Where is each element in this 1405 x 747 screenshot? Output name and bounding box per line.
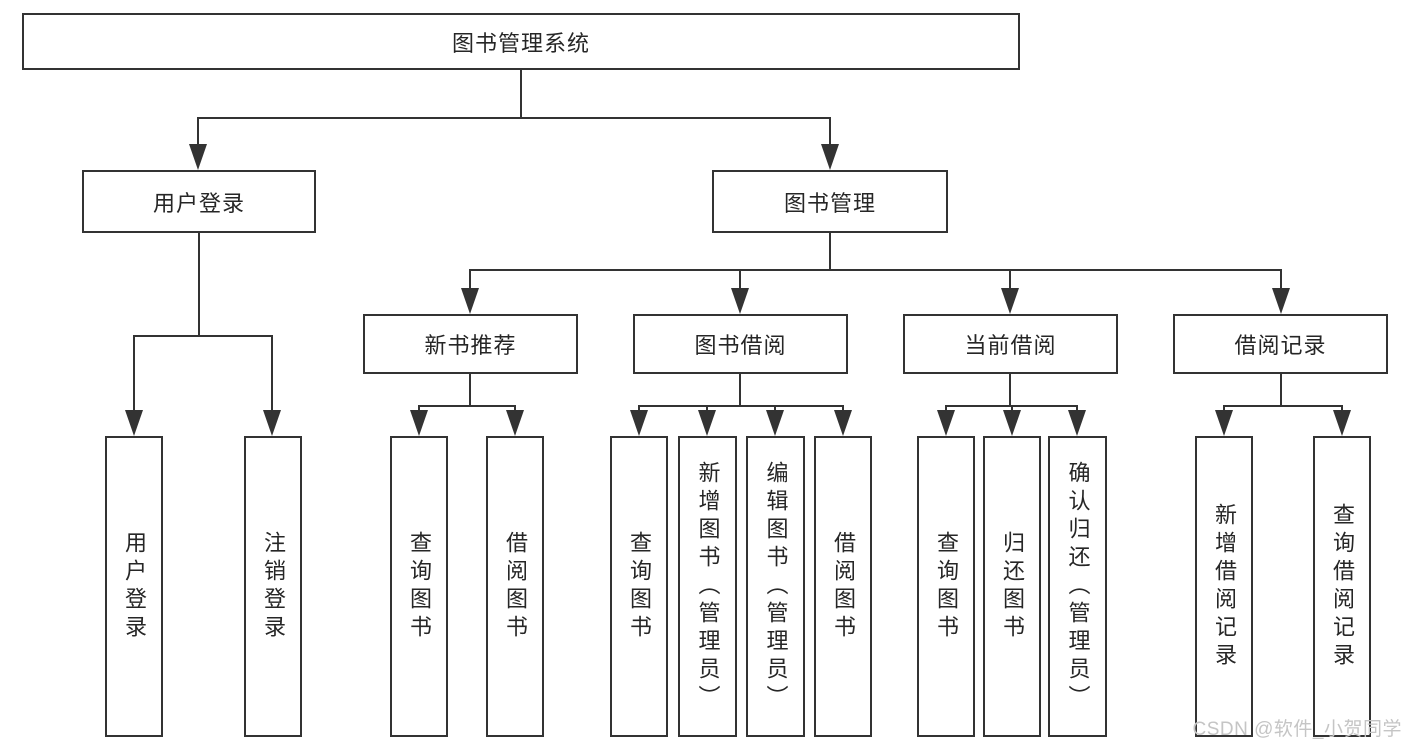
node-label: 借阅图书	[831, 530, 856, 643]
node-label: 归还图书	[1000, 530, 1025, 643]
node-book-management: 图书管理	[712, 170, 948, 233]
node-label: 查询图书	[407, 530, 432, 643]
node-query-books-3: 查询图书	[917, 436, 975, 737]
node-user-login: 用户登录	[82, 170, 316, 233]
node-label: 新书推荐	[424, 333, 517, 358]
node-add-borrow-record: 新增借阅记录	[1195, 436, 1253, 737]
node-new-book-recommend: 新书推荐	[363, 314, 578, 374]
node-add-books-admin: 新增图书（管理员）	[678, 436, 737, 737]
node-label: 用户登录	[152, 190, 245, 216]
node-edit-books-admin: 编辑图书（管理员）	[746, 436, 805, 737]
node-label: 图书管理	[783, 190, 876, 216]
node-confirm-return-admin: 确认归还（管理员）	[1048, 436, 1107, 737]
node-label: 当前借阅	[964, 333, 1057, 358]
node-query-books-1: 查询图书	[390, 436, 448, 737]
node-label: 图书管理系统	[451, 30, 590, 56]
node-label: 查询图书	[934, 530, 959, 643]
node-user-login-leaf: 用户登录	[105, 436, 163, 737]
node-query-borrow-record: 查询借阅记录	[1313, 436, 1371, 737]
node-label: 注销登录	[261, 530, 286, 643]
node-logout-leaf: 注销登录	[244, 436, 302, 737]
node-label: 新增图书（管理员）	[695, 460, 721, 713]
node-borrow-books-2: 借阅图书	[814, 436, 872, 737]
node-query-books-2: 查询图书	[610, 436, 668, 737]
node-label: 用户登录	[122, 530, 147, 643]
node-book-borrow: 图书借阅	[633, 314, 848, 374]
node-label: 新增借阅记录	[1212, 502, 1237, 671]
node-return-books: 归还图书	[983, 436, 1041, 737]
node-label: 查询借阅记录	[1330, 502, 1355, 671]
node-root: 图书管理系统	[22, 13, 1020, 70]
node-label: 图书借阅	[694, 333, 787, 358]
watermark: CSDN @软件_小贺同学	[1192, 719, 1402, 740]
node-label: 查询图书	[627, 530, 652, 643]
node-label: 编辑图书（管理员）	[763, 460, 789, 713]
node-label: 借阅图书	[503, 530, 528, 643]
node-borrow-record: 借阅记录	[1173, 314, 1388, 374]
node-label: 确认归还（管理员）	[1065, 460, 1091, 713]
node-borrow-books-1: 借阅图书	[486, 436, 544, 737]
node-label: 借阅记录	[1234, 333, 1327, 358]
node-current-borrow: 当前借阅	[903, 314, 1118, 374]
